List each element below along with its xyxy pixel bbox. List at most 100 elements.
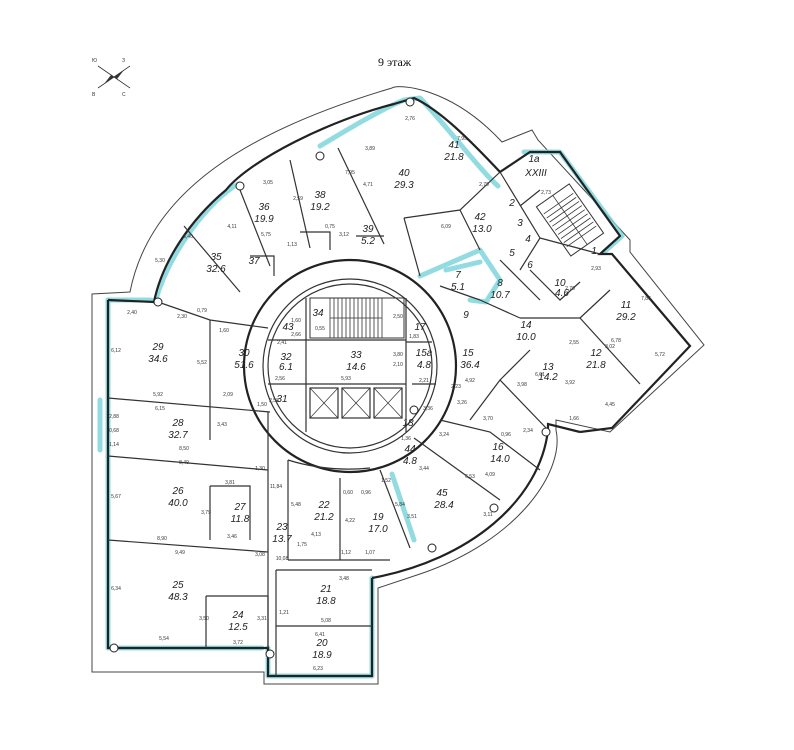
room-number: 1а (528, 154, 540, 165)
room-number: 45 (436, 488, 448, 499)
dimension-label: 3,46 (227, 534, 237, 540)
dimension-label: 3,12 (339, 232, 349, 238)
parcel-outline (91, 86, 705, 685)
dimension-label: 2,66 (291, 332, 301, 338)
room-area: 34.6 (148, 354, 168, 365)
dimension-label: 1,75 (297, 542, 307, 548)
room-area: 40.0 (168, 498, 188, 509)
room-number: 27 (233, 502, 246, 513)
dimension-label: 5,54 (159, 636, 169, 642)
dimension-label: 1,36 (401, 436, 411, 442)
room-number: 33 (350, 350, 362, 361)
room-area: 18.9 (312, 650, 332, 661)
core-staircase (309, 297, 405, 339)
dimension-label: 5,93 (341, 376, 351, 382)
room-area: 10.7 (490, 290, 510, 301)
dimension-label: 2,34 (523, 428, 533, 434)
dimension-label: 4,22 (345, 518, 355, 524)
room-number: 10 (554, 278, 566, 289)
room-number: 32 (280, 352, 292, 363)
compass-label-n: С (122, 92, 126, 98)
room-number: 44 (404, 444, 416, 455)
office-partitions (107, 147, 641, 676)
dimension-label: 2,41 (277, 340, 287, 346)
room-number: 37 (248, 256, 260, 267)
dimension-label: 2,76 (405, 116, 415, 122)
room-area: 4.8 (417, 360, 431, 371)
dimension-label: 0,79 (197, 308, 207, 314)
dimension-label: 4,13 (311, 532, 321, 538)
dimension-label: 2,93 (591, 266, 601, 272)
dimension-label: 5,84 (395, 502, 405, 508)
room-number: 7 (455, 270, 461, 281)
dimension-label: 1,07 (365, 550, 375, 556)
room-number: 3 (517, 218, 523, 229)
room-area: XXIII (524, 168, 547, 179)
room-area: 29.2 (615, 312, 636, 323)
compass-label-s: Ю (92, 58, 97, 64)
room-area: 36.4 (460, 360, 480, 371)
dimension-label: 1,21 (279, 610, 289, 616)
room-area: 21.8 (585, 360, 606, 371)
room-number: 14 (520, 320, 532, 331)
dimension-label: 4,71 (363, 182, 373, 188)
room-number: 22 (317, 500, 330, 511)
dimension-label: 3,70 (483, 416, 493, 422)
room-number: 29 (151, 342, 164, 353)
dimension-label: 6,53 (465, 474, 475, 480)
room-number: 23 (275, 522, 288, 533)
room-number: 16 (492, 442, 504, 453)
dimension-label: 2,09 (223, 392, 233, 398)
room-number: 30 (238, 348, 250, 359)
room-area: 12.5 (228, 622, 248, 633)
dimension-label: 7,95 (457, 136, 467, 142)
dimension-label: 6,01 (535, 372, 545, 378)
dimension-label: 0,96 (501, 432, 511, 438)
dimension-label: 5,30 (155, 258, 165, 264)
dimension-label: 8,49 (179, 460, 189, 466)
dimension-label: 1,60 (291, 318, 301, 324)
room-number: 9 (463, 310, 469, 321)
compass-label-w: З (122, 58, 125, 64)
room-number: 39 (362, 224, 374, 235)
room-area: 14.2 (538, 372, 558, 383)
dimension-label: 5,52 (197, 360, 207, 366)
room-number: 15 (462, 348, 474, 359)
dimension-label: 3,05 (263, 180, 273, 186)
dimension-label: 3,43 (217, 422, 227, 428)
room-number: 8 (497, 278, 503, 289)
room-number: 41 (448, 140, 459, 151)
room-number: 5 (509, 248, 515, 259)
dimension-label: 5,08 (321, 618, 331, 624)
dimension-label: 3,36 (423, 406, 433, 412)
dimension-label: 2,30 (177, 314, 187, 320)
dimension-label: 2,70 (565, 286, 575, 292)
room-area: 18.8 (316, 596, 336, 607)
room-number: 26 (171, 486, 184, 497)
compass-rose-icon: Ю З В С (92, 58, 131, 98)
room-number: 20 (315, 638, 328, 649)
dimension-label: 2,21 (419, 378, 429, 384)
dimension-label: 4,09 (485, 472, 495, 478)
dimension-label: 2,10 (393, 362, 403, 368)
room-area: 5.1 (451, 282, 465, 293)
dimension-label: 1,83 (409, 334, 419, 340)
dimension-label: 3,48 (339, 576, 349, 582)
dimension-label: 3,51 (407, 514, 417, 520)
dimension-label: 5,72 (655, 352, 665, 358)
room-number: 2 (508, 198, 515, 209)
dimension-label: 4,45 (605, 402, 615, 408)
dimension-label: 3,31 (257, 616, 267, 622)
dimension-label: 5,75 (261, 232, 271, 238)
dimension-label: 1,50 (257, 402, 267, 408)
dimension-label: 7,95 (345, 170, 355, 176)
room-area: 29.3 (393, 180, 414, 191)
dimension-label: 1,52 (381, 478, 391, 484)
room-number: 6 (527, 260, 533, 271)
room-area: 19.9 (254, 214, 274, 225)
dimension-label: 7,86 (641, 296, 651, 302)
dimension-label: 1,30 (255, 466, 265, 472)
dimension-label: 6,12 (111, 348, 121, 354)
room-number: 11 (621, 300, 631, 311)
